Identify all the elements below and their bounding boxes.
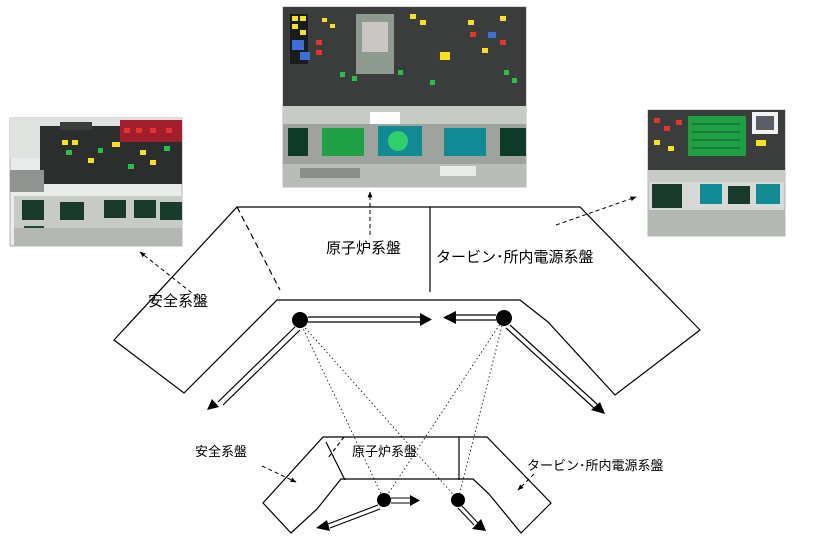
- upper-safety-panel-label: 安全系盤: [148, 292, 208, 310]
- operator-dot: [377, 493, 391, 507]
- upper-turbine-panel-label: タービン･所内電源系盤: [436, 248, 594, 266]
- lower-left-operator: [316, 493, 420, 531]
- lower-reactor-panel-label: 原子炉系盤: [352, 445, 417, 460]
- reactor-panel-photo: [282, 6, 527, 188]
- operator-dot: [451, 493, 465, 507]
- lower-console: [262, 436, 552, 534]
- upper-console: [113, 206, 701, 396]
- lower-right-operator: [451, 493, 486, 531]
- turbine-panel-photo: [647, 109, 786, 237]
- photo-leaders: [139, 191, 637, 491]
- upper-left-operator: [207, 312, 432, 410]
- safety-panel-photo: [9, 117, 183, 247]
- operator-dot: [292, 312, 308, 328]
- lower-safety-panel-label: 安全系盤: [195, 444, 247, 460]
- upper-reactor-panel-label: 原子炉系盤: [326, 239, 401, 257]
- upper-right-operator: [443, 310, 605, 414]
- sight-lines: [299, 317, 505, 501]
- lower-turbine-panel-label: タービン･所内電源系盤: [527, 458, 664, 474]
- operator-dot: [496, 310, 512, 326]
